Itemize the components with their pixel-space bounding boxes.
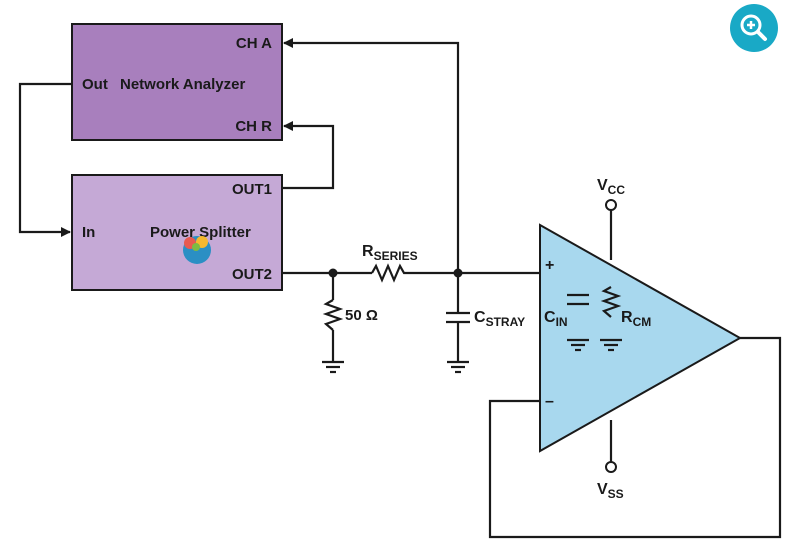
junction-stray bbox=[453, 268, 463, 278]
ground-r-cm bbox=[600, 338, 622, 352]
power-splitter-title: Power Splitter bbox=[150, 224, 251, 241]
zoom-in-button[interactable] bbox=[730, 4, 778, 52]
zoom-in-icon bbox=[740, 14, 767, 41]
power-splitter-block: In Power Splitter OUT1 OUT2 bbox=[71, 174, 283, 291]
network-analyzer-cha-label: CH A bbox=[236, 35, 272, 52]
ground-c-stray bbox=[447, 360, 469, 374]
op-amp-minus-label: – bbox=[545, 393, 554, 410]
network-analyzer-out-label: Out bbox=[82, 76, 108, 93]
power-splitter-box bbox=[71, 174, 283, 291]
r-cm-label: RCM bbox=[621, 309, 651, 329]
vss-terminal: VSS bbox=[597, 461, 624, 501]
power-splitter-out2-label: OUT2 bbox=[232, 266, 272, 283]
power-splitter-in-label: In bbox=[82, 224, 95, 241]
network-analyzer-block: Out Network Analyzer CH A CH R bbox=[71, 23, 283, 141]
r-cm-resistor: RCM bbox=[600, 286, 651, 329]
splitter-overlay-icon bbox=[183, 236, 211, 264]
c-in-label: CIN bbox=[544, 309, 568, 329]
ground-c-in bbox=[567, 338, 589, 352]
network-analyzer-chr-label: CH R bbox=[235, 118, 272, 135]
network-analyzer-box bbox=[71, 23, 283, 141]
vcc-label: VCC bbox=[597, 177, 625, 197]
vss-label: VSS bbox=[597, 481, 624, 501]
r-load-resistor: 50 Ω bbox=[322, 299, 378, 331]
op-amp-plus-label: + bbox=[545, 257, 554, 274]
r-series-resistor: RSERIES bbox=[362, 243, 418, 283]
vcc-terminal: VCC bbox=[597, 177, 625, 211]
power-splitter-out1-label: OUT1 bbox=[232, 181, 272, 198]
op-amp: + – bbox=[539, 223, 743, 453]
junction-out2 bbox=[328, 268, 338, 278]
op-amp-body bbox=[539, 223, 743, 453]
r-series-label: RSERIES bbox=[362, 243, 418, 263]
c-stray-capacitor: CSTRAY bbox=[446, 309, 525, 329]
network-analyzer-title: Network Analyzer bbox=[120, 76, 245, 93]
c-stray-label: CSTRAY bbox=[474, 309, 525, 329]
r-load-label: 50 Ω bbox=[345, 307, 378, 324]
ground-r-load bbox=[322, 360, 344, 374]
c-in-capacitor: CIN bbox=[544, 293, 589, 329]
